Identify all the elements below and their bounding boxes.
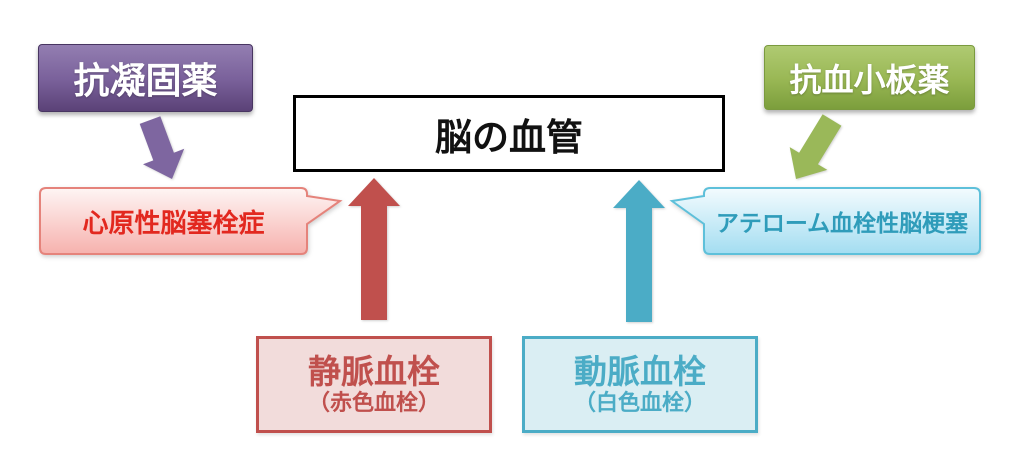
venous-to-brain-arrow — [348, 178, 400, 320]
anticoagulant-effect-arrow — [139, 116, 185, 179]
arterial-thrombus-title: 動脈血栓 — [574, 352, 706, 390]
cardioembolic-bubble-label: 心原性脳塞栓症 — [82, 207, 265, 238]
venous-thrombus-title: 静脈血栓 — [308, 352, 440, 390]
arterial-thrombus-subtitle: （白色血栓） — [573, 389, 706, 415]
arterial-to-brain-arrow — [613, 180, 665, 322]
bubble-shape — [39, 187, 343, 255]
bubble-shape — [669, 187, 981, 255]
arrow-up-icon — [613, 180, 665, 322]
antiplatelet-effect-arrow — [789, 114, 842, 179]
venous-thrombus-box: 静脈血栓 （赤色血栓） — [256, 336, 492, 433]
arrow-up-icon — [348, 178, 400, 320]
anticoagulant-box: 抗凝固薬 — [38, 44, 253, 112]
atherothrombotic-bubble — [669, 187, 981, 255]
atherothrombotic-bubble-label: アテローム血栓性脳梗塞 — [715, 210, 969, 236]
brain-vessel-box: 脳の血管 — [293, 95, 725, 172]
cardioembolic-bubble — [39, 187, 343, 255]
arterial-thrombus-box: 動脈血栓 （白色血栓） — [522, 336, 758, 433]
arrow-down-right-icon — [139, 116, 185, 179]
venous-thrombus-subtitle: （赤色血栓） — [307, 389, 440, 415]
arrow-down-left-icon — [789, 114, 842, 179]
antiplatelet-box: 抗血小板薬 — [764, 45, 975, 110]
